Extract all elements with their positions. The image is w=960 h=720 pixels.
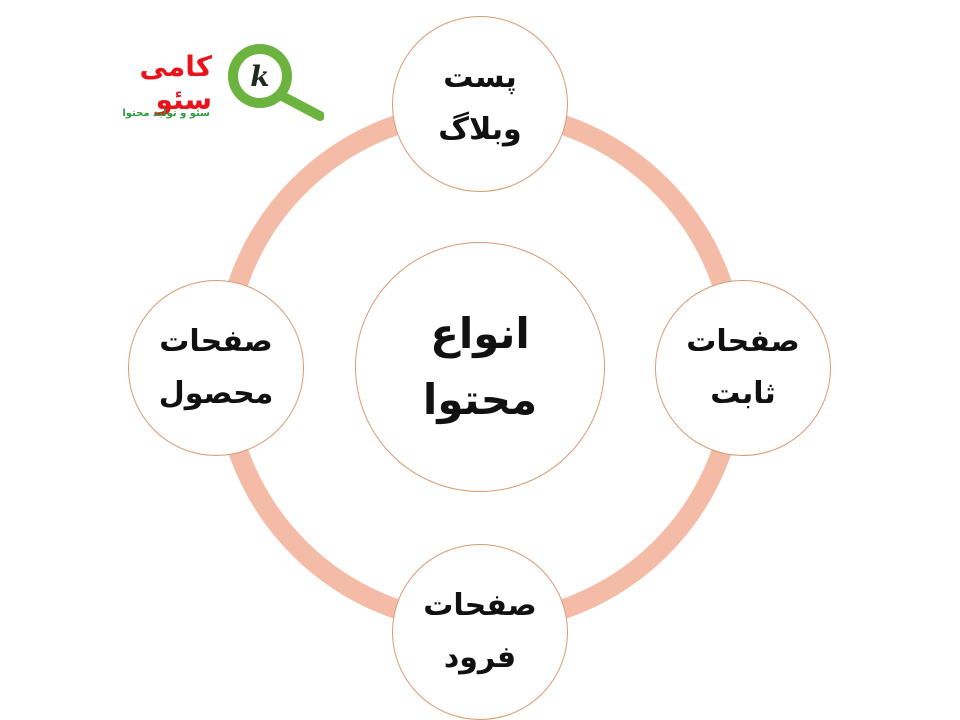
brand-logo: کامی سئو سئو و تولید محتوا k: [90, 40, 330, 125]
node-static-pages: صفحات ثابت: [655, 280, 831, 456]
node-product-pages-line1: صفحات: [159, 324, 273, 359]
node-static-pages-line2: ثابت: [710, 376, 776, 411]
node-blog-post: پست وبلاگ: [392, 16, 568, 192]
node-landing-pages-line1: صفحات: [423, 588, 537, 623]
brand-tagline: سئو و تولید محتوا: [122, 108, 210, 119]
node-product-pages-line2: محصول: [158, 376, 274, 411]
node-blog-post-line2: وبلاگ: [438, 112, 522, 147]
magnifier-k-logo-icon: k: [228, 44, 324, 121]
center-node-line2: محتوا: [422, 375, 538, 424]
node-landing-pages-line2: فرود: [443, 640, 517, 675]
center-node-content-types: انواع محتوا: [355, 242, 605, 492]
logo-mark-letter: k: [250, 60, 269, 93]
brand-name: کامی سئو: [139, 50, 212, 116]
node-static-pages-line1: صفحات: [686, 324, 800, 359]
node-product-pages: صفحات محصول: [128, 280, 304, 456]
node-blog-post-line1: پست: [443, 60, 517, 95]
center-node-line1: انواع: [430, 309, 530, 358]
node-landing-pages: صفحات فرود: [392, 544, 568, 720]
